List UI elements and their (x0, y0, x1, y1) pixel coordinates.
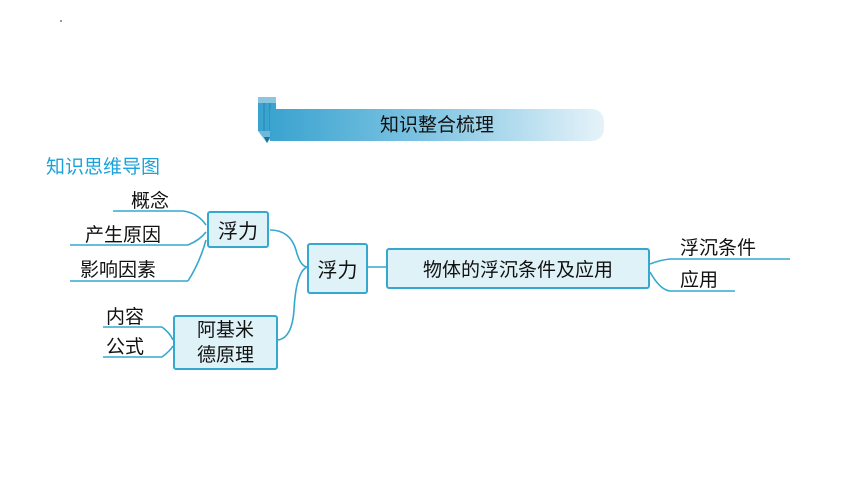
node-sink-float-label: 物体的浮沉条件及应用 (422, 259, 613, 281)
node-root: 浮力 (307, 243, 368, 294)
node-buoyancy-left: 浮力 (207, 211, 269, 248)
leaf-conditions: 浮沉条件 (680, 237, 757, 259)
node-archimedes: 阿基米 德原理 (173, 315, 278, 370)
node-buoyancy-left-label: 浮力 (218, 219, 258, 243)
stray-dot (60, 20, 62, 22)
leaf-content: 内容 (106, 306, 145, 328)
leaf-cause: 产生原因 (85, 224, 162, 246)
section-banner: 知识整合梳理 (270, 109, 604, 141)
leaf-application: 应用 (680, 269, 719, 291)
node-root-label: 浮力 (317, 258, 358, 282)
node-sink-float: 物体的浮沉条件及应用 (386, 248, 650, 289)
leaf-factors: 影响因素 (80, 259, 157, 281)
leaf-concept: 概念 (131, 190, 170, 212)
node-archimedes-line1: 阿基米 (196, 318, 254, 341)
leaf-formula: 公式 (106, 336, 145, 358)
banner-title: 知识整合梳理 (379, 114, 494, 136)
node-archimedes-line2: 德原理 (196, 343, 254, 366)
section-title: 知识思维导图 (46, 156, 161, 178)
